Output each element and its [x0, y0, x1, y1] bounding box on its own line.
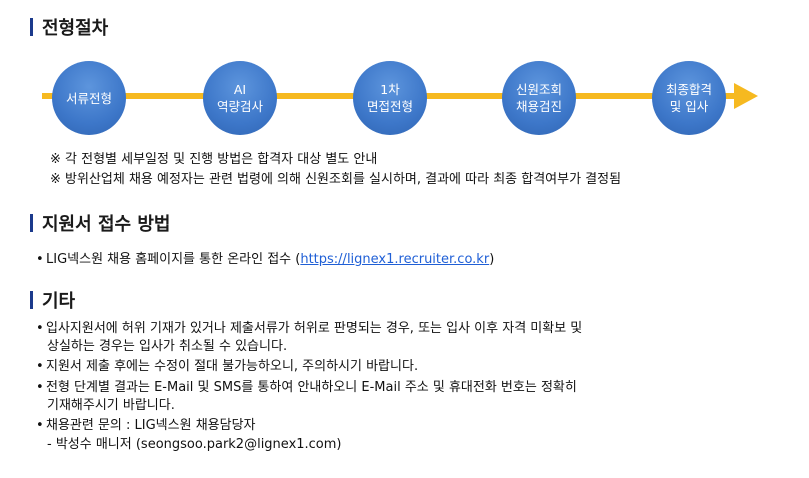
etc-item: •입사지원서에 허위 기재가 있거나 제출서류가 허위로 판명되는 경우, 또는… — [36, 321, 583, 336]
step-document-screening: 서류전형 — [52, 61, 126, 135]
section-title-etc: 기타 — [30, 287, 75, 313]
section-title-process: 전형절차 — [30, 14, 108, 40]
etc-item: •지원서 제출 후에는 수정이 절대 불가능하오니, 주의하시기 바랍니다. — [36, 359, 419, 374]
etc-item: •전형 단계별 결과는 E-Mail 및 SMS를 통하여 안내하오니 E-Ma… — [36, 380, 577, 395]
step-first-interview: 1차 면접전형 — [353, 61, 427, 135]
etc-item: •채용관련 문의 : LIG넥스원 채용담당자 — [36, 418, 256, 433]
application-method: •LIG넥스원 채용 홈페이지를 통한 온라인 접수 (https://lign… — [36, 252, 495, 267]
etc-item-continued: - 박성수 매니저 (seongsoo.park2@lignex1.com) — [47, 437, 342, 452]
etc-item-continued: 기재해주시기 바랍니다. — [47, 398, 175, 413]
section-title-text: 기타 — [42, 291, 76, 312]
step-final-hire: 최종합격 및 입사 — [652, 61, 726, 135]
process-note: ※ 방위산업체 채용 예정자는 관련 법령에 의해 신원조회를 실시하며, 결과… — [50, 172, 622, 187]
section-title-application: 지원서 접수 방법 — [30, 210, 170, 236]
section-title-text: 지원서 접수 방법 — [42, 214, 171, 235]
title-accent-bar — [30, 291, 33, 309]
process-flow: 서류전형 AI 역량검사 1차 면접전형 신원조회 채용검진 최종합격 및 입사 — [0, 50, 809, 150]
recruit-site-link[interactable]: https://lignex1.recruiter.co.kr — [300, 252, 490, 267]
step-background-check: 신원조회 채용검진 — [502, 61, 576, 135]
etc-item-continued: 상실하는 경우는 입사가 취소될 수 있습니다. — [47, 339, 288, 354]
title-accent-bar — [30, 214, 33, 232]
section-title-text: 전형절차 — [42, 18, 109, 39]
process-arrow-head — [734, 83, 758, 109]
title-accent-bar — [30, 18, 33, 36]
step-ai-assessment: AI 역량검사 — [203, 61, 277, 135]
process-note: ※ 각 전형별 세부일정 및 진행 방법은 합격자 대상 별도 안내 — [50, 152, 378, 167]
